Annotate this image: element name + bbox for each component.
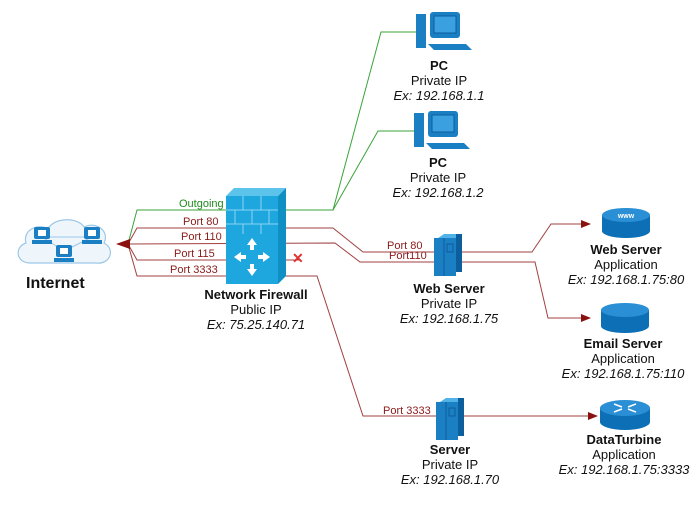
pc2-label: PC Private IP Ex: 192.168.1.2	[392, 155, 483, 200]
dataturbine-label: DataTurbine Application Ex: 192.168.1.75…	[559, 432, 690, 477]
pc1-icon	[416, 12, 472, 50]
port115-label: Port 115	[174, 248, 215, 260]
blocked-x-icon: ✕	[292, 250, 304, 266]
firewall-example: Ex: 75.25.140.71	[206, 317, 306, 332]
dataturbine-router-icon	[600, 400, 650, 430]
webapp-label: Web Server Application Ex: 192.168.1.75:…	[568, 242, 684, 287]
dataturbine-subtitle: Application	[592, 447, 656, 462]
server-port3333-label: Port 3333	[383, 405, 431, 417]
webserver-port110-label: Port110	[389, 250, 427, 262]
pc1-subtitle: Private IP	[410, 73, 468, 88]
pc2-title: PC	[428, 155, 448, 170]
webapp-subtitle: Application	[594, 257, 658, 272]
pc1-example: Ex: 192.168.1.1	[393, 88, 485, 103]
firewall-icon	[226, 188, 286, 284]
webapp-title: Web Server	[590, 242, 662, 257]
webserver-subtitle: Private IP	[420, 296, 478, 311]
pc2-example: Ex: 192.168.1.2	[392, 185, 484, 200]
www-badge: www	[617, 213, 635, 220]
emailapp-title: Email Server	[583, 336, 663, 351]
server-example: Ex: 192.168.1.70	[400, 472, 500, 487]
internet-label: Internet	[26, 275, 85, 292]
server-title: Server	[429, 442, 471, 457]
webserver-example: Ex: 192.168.1.75	[399, 311, 499, 326]
server-tower-icon	[436, 398, 464, 440]
emailapp-label: Email Server Application Ex: 192.168.1.7…	[562, 336, 685, 381]
server-label: Server Private IP Ex: 192.168.1.70	[401, 442, 499, 487]
web-app-database-icon: www	[602, 208, 650, 238]
pc2-icon	[414, 111, 470, 149]
internet-arrow	[116, 239, 130, 249]
dataturbine-title: DataTurbine	[586, 432, 662, 447]
pc1-label: PC Private IP Ex: 192.168.1.1	[393, 58, 484, 103]
pc2-subtitle: Private IP	[409, 170, 467, 185]
firewall-title: Network Firewall	[204, 287, 308, 302]
webserver-port80-label: Port 80	[387, 240, 423, 252]
firewall-subtitle: Public IP	[230, 302, 282, 317]
port3333-label: Port 3333	[170, 264, 218, 276]
firewall-label: Network Firewall Public IP Ex: 75.25.140…	[204, 287, 307, 332]
emailapp-example: Ex: 192.168.1.75:110	[561, 366, 685, 381]
outgoing-line-pc2	[332, 130, 415, 211]
internet-cloud-icon	[17, 219, 112, 264]
pc1-title: PC	[429, 58, 449, 73]
webserver-label: Web Server Private IP Ex: 192.168.1.75	[400, 281, 498, 326]
web-server-tower-icon	[434, 234, 462, 276]
dataturbine-example: Ex: 192.168.1.75:3333	[558, 462, 690, 477]
port110-label: Port 110	[181, 231, 222, 243]
server-subtitle: Private IP	[421, 457, 479, 472]
port80-line	[127, 220, 591, 253]
webapp-example: Ex: 192.168.1.75:80	[567, 272, 685, 287]
port80-label: Port 80	[183, 216, 219, 228]
emailapp-subtitle: Application	[591, 351, 655, 366]
webserver-title: Web Server	[413, 281, 485, 296]
outgoing-label: Outgoing	[179, 198, 224, 210]
email-server-database-icon	[601, 303, 649, 333]
